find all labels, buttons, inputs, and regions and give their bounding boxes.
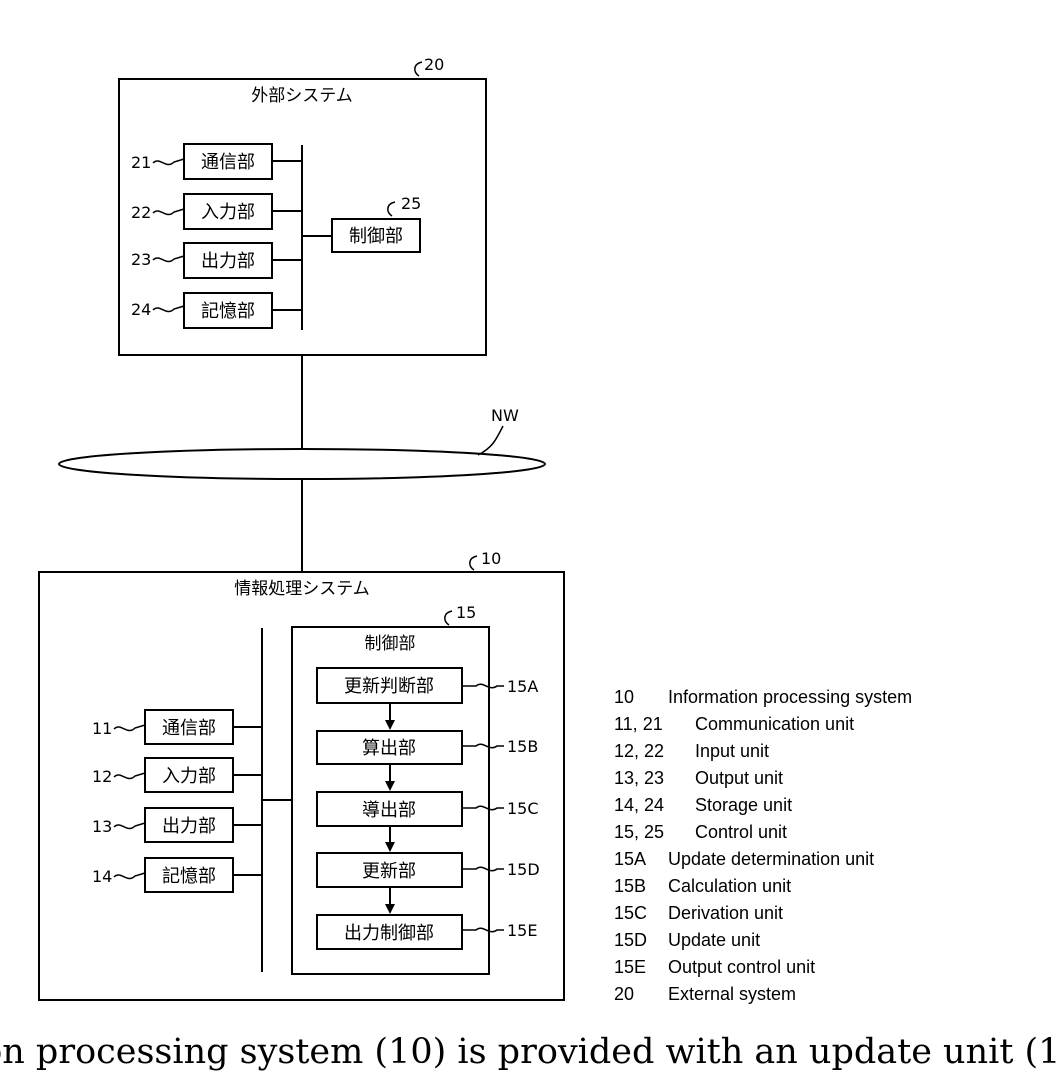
subunit-ref-15A: 15A — [507, 677, 538, 696]
legend-row: 12, 22Input unit — [614, 738, 1044, 765]
subunit-leader-15E — [462, 928, 504, 931]
subunit-label-15B: 算出部 — [362, 738, 416, 759]
unit-label-23: 出力部 — [201, 251, 255, 272]
legend-code: 15B — [614, 873, 668, 900]
legend-desc: Information processing system — [668, 684, 912, 711]
network-ellipse — [59, 449, 545, 479]
legend-code: 15A — [614, 846, 668, 873]
control-ref-15: 15 — [456, 603, 476, 622]
legend-row: 15BCalculation unit — [614, 873, 1044, 900]
info-system-ref: 10 — [481, 549, 501, 568]
external-system-title: 外部システム — [251, 86, 353, 106]
legend-desc: Calculation unit — [668, 873, 791, 900]
legend-code: 13, 23 — [614, 765, 695, 792]
unit-ref-23: 23 — [131, 250, 151, 269]
legend-code: 15D — [614, 927, 668, 954]
subunit-label-15A: 更新判断部 — [344, 676, 434, 697]
reference-legend: 10Information processing system 11, 21Co… — [614, 684, 1044, 1008]
legend-code: 10 — [614, 684, 668, 711]
unit-label-12: 入力部 — [162, 766, 216, 787]
unit-ref-13: 13 — [92, 817, 112, 836]
unit-leader-14 — [114, 873, 145, 879]
legend-row: 14, 24Storage unit — [614, 792, 1044, 819]
unit-leader-12 — [114, 773, 145, 779]
legend-desc: Update unit — [668, 927, 760, 954]
legend-code: 12, 22 — [614, 738, 695, 765]
subunit-leader-15D — [462, 867, 504, 870]
unit-leader-13 — [114, 823, 145, 829]
legend-desc: Storage unit — [695, 792, 792, 819]
legend-row: 10Information processing system — [614, 684, 1044, 711]
unit-label-21: 通信部 — [201, 152, 255, 173]
legend-desc: Derivation unit — [668, 900, 783, 927]
legend-desc: External system — [668, 981, 796, 1008]
control-label-15: 制御部 — [365, 634, 416, 654]
external-system-ref: 20 — [424, 55, 444, 74]
control-ref-25: 25 — [401, 194, 421, 213]
subunit-label-15C: 導出部 — [362, 800, 416, 821]
subunit-leader-15B — [462, 744, 504, 747]
subunit-label-15D: 更新部 — [362, 861, 416, 882]
legend-row: 15CDerivation unit — [614, 900, 1044, 927]
unit-ref-12: 12 — [92, 767, 112, 786]
legend-desc: Output unit — [695, 765, 783, 792]
unit-ref-14: 14 — [92, 867, 112, 886]
info-system-title: 情報処理システム — [234, 579, 370, 599]
caption-text: ion processing system (10) is provided w… — [0, 1032, 1057, 1072]
unit-ref-11: 11 — [92, 719, 112, 738]
legend-desc: Update determination unit — [668, 846, 874, 873]
control-ref-leader-25 — [388, 202, 395, 216]
subunit-leader-15A — [462, 684, 504, 687]
unit-leader-22 — [153, 209, 184, 215]
unit-ref-24: 24 — [131, 300, 151, 319]
external-system-ref-leader — [415, 62, 422, 76]
unit-label-13: 出力部 — [162, 816, 216, 837]
legend-row: 15DUpdate unit — [614, 927, 1044, 954]
control-label-25: 制御部 — [349, 226, 403, 247]
legend-desc: Output control unit — [668, 954, 815, 981]
legend-row: 15AUpdate determination unit — [614, 846, 1044, 873]
unit-leader-24 — [153, 306, 184, 312]
unit-leader-23 — [153, 256, 184, 262]
legend-code: 15C — [614, 900, 668, 927]
legend-code: 14, 24 — [614, 792, 695, 819]
legend-code: 11, 21 — [614, 711, 695, 738]
network-label: NW — [491, 406, 519, 425]
subunit-ref-15B: 15B — [507, 737, 538, 756]
unit-ref-22: 22 — [131, 203, 151, 222]
legend-code: 15E — [614, 954, 668, 981]
legend-row: 20External system — [614, 981, 1044, 1008]
legend-row: 13, 23Output unit — [614, 765, 1044, 792]
unit-label-24: 記憶部 — [201, 301, 255, 322]
subunit-ref-15D: 15D — [507, 860, 540, 879]
unit-leader-21 — [153, 159, 184, 165]
unit-leader-11 — [114, 725, 145, 731]
info-system-box — [39, 572, 564, 1000]
legend-code: 20 — [614, 981, 668, 1008]
legend-row: 11, 21Communication unit — [614, 711, 1044, 738]
control-ref-leader-15 — [445, 611, 452, 625]
network-leader — [478, 426, 503, 455]
subunit-leader-15C — [462, 806, 504, 809]
legend-row: 15EOutput control unit — [614, 954, 1044, 981]
legend-code: 15, 25 — [614, 819, 695, 846]
legend-row: 15, 25Control unit — [614, 819, 1044, 846]
figure-caption: ion processing system (10) is provided w… — [0, 1014, 1057, 1080]
unit-label-11: 通信部 — [162, 718, 216, 739]
subunit-ref-15C: 15C — [507, 799, 539, 818]
legend-desc: Input unit — [695, 738, 769, 765]
unit-label-22: 入力部 — [201, 202, 255, 223]
subunit-ref-15E: 15E — [507, 921, 537, 940]
legend-desc: Control unit — [695, 819, 787, 846]
legend-desc: Communication unit — [695, 711, 854, 738]
subunit-label-15E: 出力制御部 — [344, 923, 434, 944]
unit-label-14: 記憶部 — [162, 866, 216, 887]
unit-ref-21: 21 — [131, 153, 151, 172]
info-system-ref-leader — [470, 556, 477, 570]
